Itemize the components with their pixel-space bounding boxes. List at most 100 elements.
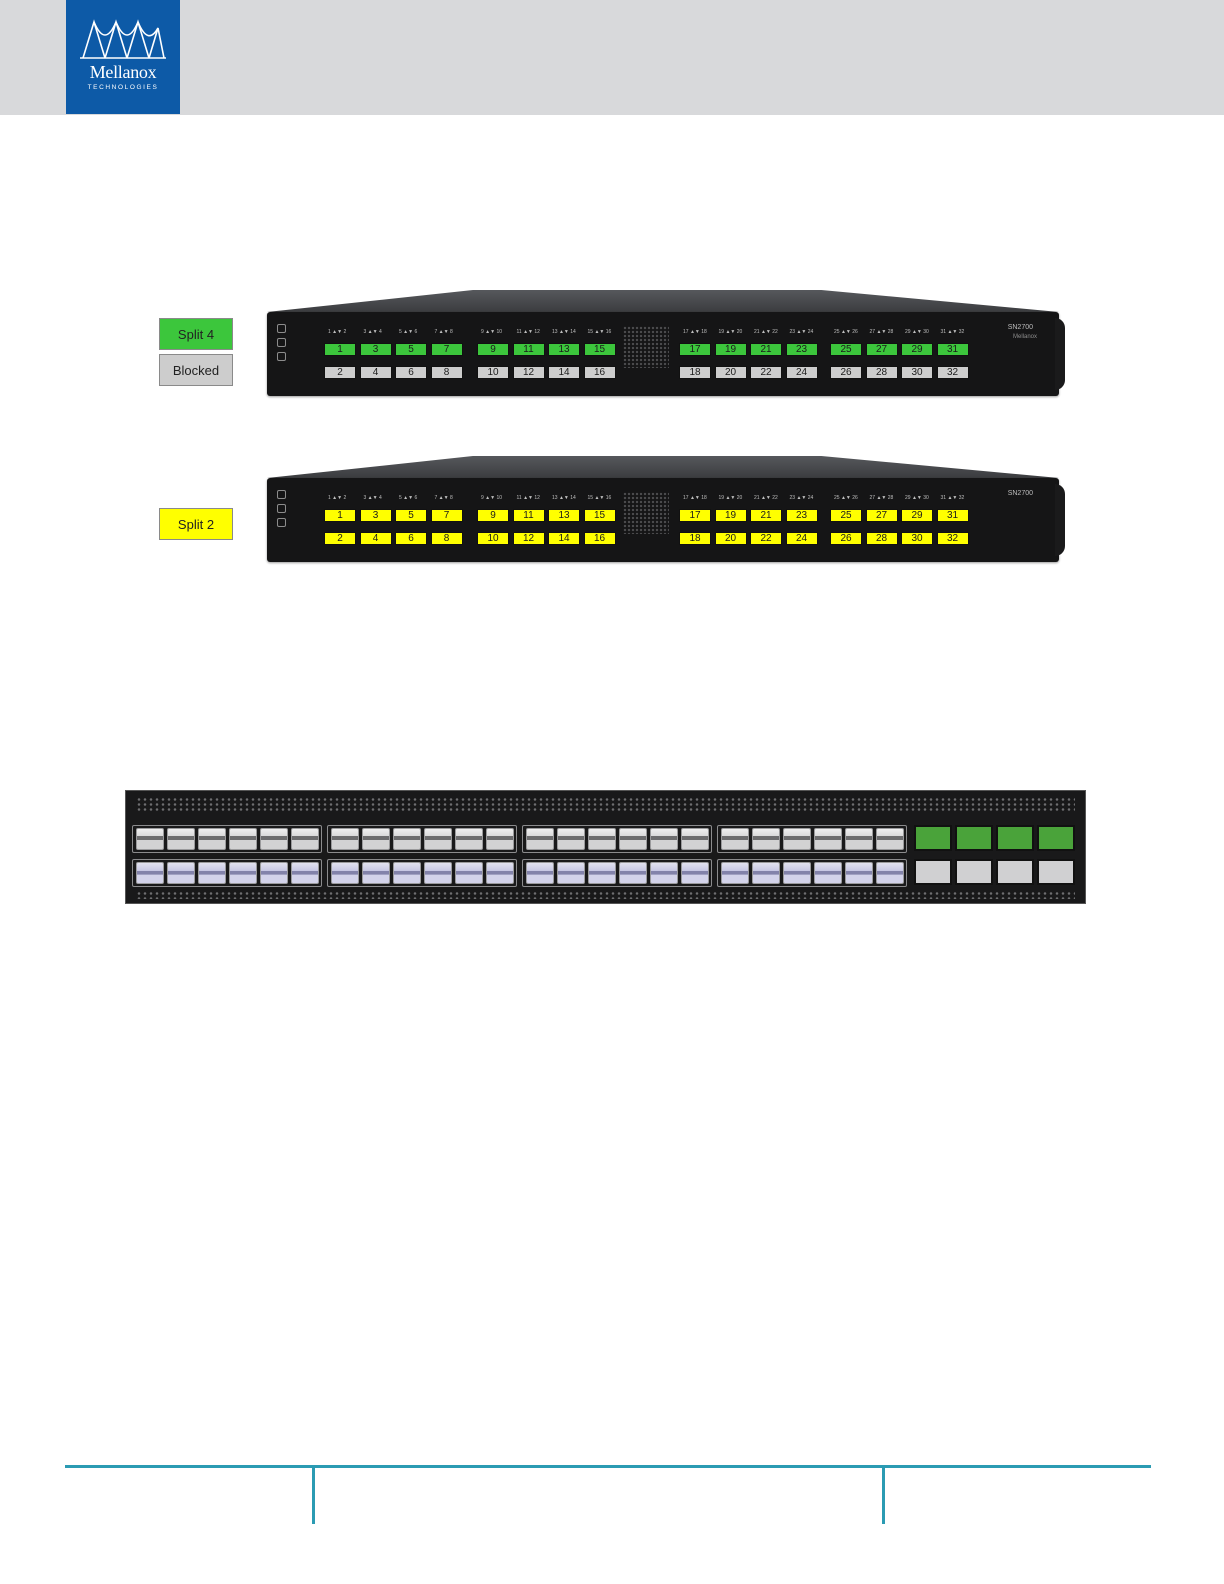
model-label: SN2700 [1007,324,1033,331]
led-label: 9 ▲▼ 10 [481,329,503,335]
top-vent-strip [136,797,1075,813]
port-10: 10 [477,366,509,379]
sfp-port [783,862,811,884]
sfp-port-group [132,825,322,853]
sfp-port-group [522,859,712,887]
port-22: 22 [750,366,782,379]
vent-grille [623,326,669,368]
sfp-port [260,862,288,884]
sfp-port-group [327,825,517,853]
port-25: 25 [830,509,862,522]
brand-label: Mellanox [1012,334,1037,340]
port-24: 24 [785,532,818,545]
port-1: 1 [324,509,356,522]
sfp-port [619,862,647,884]
led-label: 13 ▲▼ 14 [552,329,576,335]
led-label: 13 ▲▼ 14 [552,495,576,501]
legend-blocked: Blocked [159,354,233,386]
sfp-port [526,828,554,850]
port-31: 31 [936,343,969,356]
sfp-port [167,828,195,850]
led-label: 25 ▲▼ 26 [834,329,858,335]
sfp-port [876,828,904,850]
bottom-vent-strip [136,891,1075,899]
led-label: 29 ▲▼ 30 [905,495,929,501]
port-12: 12 [512,366,545,379]
port-8: 8 [430,532,463,545]
port-22: 22 [750,532,782,545]
qsfp-port-split [1037,825,1075,851]
logo-subtitle: TECHNOLOGIES [87,84,159,91]
sfp-port-group [522,825,712,853]
qsfp-port-blocked [1037,859,1075,885]
sfp-port [229,862,257,884]
led-label: 1 ▲▼ 2 [328,329,347,335]
sfp-port [455,828,483,850]
led-label: 19 ▲▼ 20 [718,329,743,335]
port-21: 21 [750,343,782,356]
sfp-port-group [717,825,907,853]
bridge-logo-icon [80,19,166,59]
model-label: SN2700 [1007,490,1033,497]
led-label: 17 ▲▼ 18 [683,495,707,501]
sfp-port [619,828,647,850]
port-27: 27 [865,343,898,356]
status-icons [275,490,287,536]
sfp-port [557,828,585,850]
sfp-port [424,828,452,850]
port-19: 19 [714,343,747,356]
logo-wordmark: Mellanox [89,62,157,82]
port-12: 12 [512,532,545,545]
sfp-port [681,828,709,850]
led-label: 15 ▲▼ 16 [587,495,612,501]
sfp-port-group [132,859,322,887]
led-label: 1 ▲▼ 2 [328,495,347,501]
led-label: 17 ▲▼ 18 [683,329,707,335]
footer-rule [65,1465,1151,1468]
sfp-port [783,828,811,850]
vent-grille [623,492,669,534]
footer-divider-left [312,1467,315,1524]
port-17: 17 [679,343,711,356]
sfp-port [876,862,904,884]
port-16: 16 [583,366,616,379]
port-30: 30 [901,532,933,545]
sfp-port [291,828,319,850]
led-label: 27 ▲▼ 28 [869,495,894,501]
port-30: 30 [901,366,933,379]
led-label: 15 ▲▼ 16 [587,329,612,335]
port-3: 3 [359,343,392,356]
sfp-port [845,828,873,850]
port-7: 7 [430,509,463,522]
port-25: 25 [830,343,862,356]
port-27: 27 [865,509,898,522]
footer-divider-right [882,1467,885,1524]
led-label: 23 ▲▼ 24 [789,495,814,501]
port-21: 21 [750,509,782,522]
sfp-port [331,862,359,884]
port-19: 19 [714,509,747,522]
sfp-port [588,862,616,884]
sfp-port [198,862,226,884]
sfp-port [136,828,164,850]
led-label: 5 ▲▼ 6 [399,495,418,501]
sfp-port [486,828,514,850]
port-32: 32 [936,366,969,379]
port-28: 28 [865,532,898,545]
port-8: 8 [430,366,463,379]
qsfp-port-blocked [914,859,952,885]
sfp-port [526,862,554,884]
port-24: 24 [785,366,818,379]
qsfp-port-blocked [996,859,1034,885]
sfp-port [721,862,749,884]
sfp-port [814,862,842,884]
sfp-port [362,862,390,884]
port-5: 5 [395,343,427,356]
switch-chassis-top [267,456,1059,478]
sfp-port [752,862,780,884]
sfp-port [393,862,421,884]
sfp-port [331,828,359,850]
port-32: 32 [936,532,969,545]
